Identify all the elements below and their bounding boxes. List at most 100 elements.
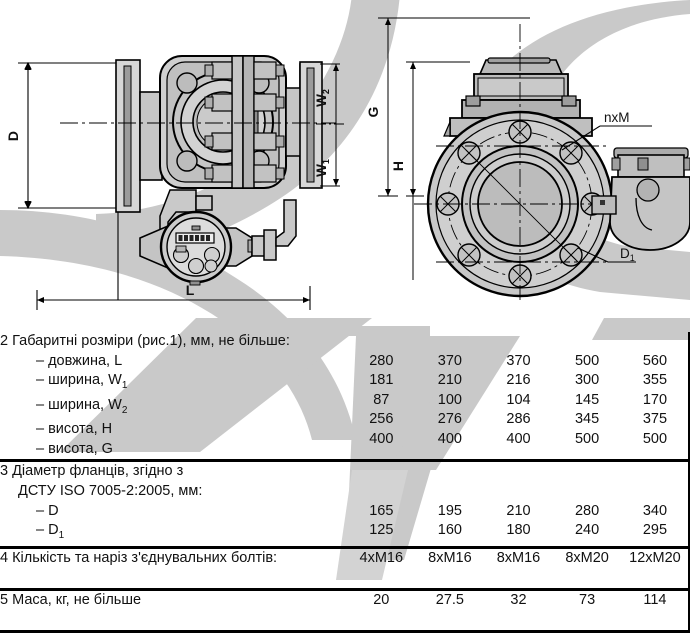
value: 210 [506,502,531,519]
value: 87 [373,391,390,408]
value: 145 [574,391,600,408]
table-cell: 280 240 [552,460,622,549]
figure-left-side-view: D [5,55,344,310]
value: 181 [369,372,394,389]
table-bottom-rule [0,630,690,633]
value: 180 [506,522,531,539]
value: 286 [506,411,531,428]
value: 210 [437,372,462,389]
value: 8хМ16 [496,549,541,566]
value: 560 [642,352,668,369]
value: 375 [642,411,668,428]
row-heading-line1: 3 Діаметр фланців, згідно з [0,463,184,480]
table-cell: 210 180 [484,460,553,549]
table-cell: 4хМ16 [347,547,416,591]
value: 73 [579,591,596,608]
dim-label-L: L [186,282,195,298]
dim-D [18,61,120,210]
table-row-mass: 5 Маса, кг, не більше 20 27.5 32 73 114 [0,589,690,633]
dim-label-D: D [5,131,21,141]
value: 370 [437,352,462,369]
row-item-d1: – D1 [36,522,65,542]
value: 276 [437,411,462,428]
table-cell: 8хМ16 [415,547,485,591]
value: 500 [574,430,600,447]
value: 27.5 [435,591,464,608]
table-cell: 165 125 [347,460,416,549]
row-heading: 5 Маса, кг, не більше [0,591,142,608]
row-heading: 2 Габаритні розміри (рис.1), мм, не біль… [0,333,290,349]
row-item-d: – D [36,502,59,519]
table-cell: 20 [347,589,416,633]
spec-table-grid: 2 Габаритні розміри (рис.1), мм, не біль… [0,332,690,633]
dim-label-D1: D1 [620,246,635,263]
value: 8хМ16 [428,549,472,566]
table-cell: 370 210 100 276 400 [415,332,485,463]
value: 500 [574,352,600,369]
table-cell: 114 [621,589,690,633]
value: 295 [642,522,668,539]
value: 400 [437,430,462,447]
table-cell: 8хМ20 [552,547,622,591]
value: 240 [574,522,600,539]
value: 125 [369,522,394,539]
value: 8хМ20 [565,549,609,566]
table-cell: 73 [553,589,622,633]
row-item-width-w1: – ширина, W1 [36,372,128,392]
value: 20 [373,591,390,608]
row-item-height-g: – висота, G [36,440,113,457]
value: 355 [642,372,668,389]
row-item-length: – довжина, L [36,352,123,369]
table-row-overall-dimensions: 2 Габаритні розміри (рис.1), мм, не біль… [0,332,690,463]
value: 12хМ20 [629,549,681,566]
table-cell: 12хМ20 [621,547,690,591]
dim-label-G: G [365,106,381,117]
dim-label-H: H [390,161,406,171]
figure-right-front-view: G H [365,17,690,300]
value: 114 [643,591,667,608]
table-cell: 370 216 104 286 400 [484,332,553,463]
value: 170 [642,391,668,408]
value: 195 [437,502,462,519]
water-meter-register [139,210,257,286]
table-row-bolts: 4 Кількість та наріз з'єднувальних болті… [0,547,690,591]
row-heading: 4 Кількість та наріз з'єднувальних болті… [0,549,278,566]
value: 104 [506,391,531,408]
table-cell: 195 160 [415,460,485,549]
value: 4хМ16 [359,549,404,566]
table-cell: 32 [484,589,553,633]
dim-label-nxM: nxM [604,110,630,125]
table-row-flange-diameter: 3 Діаметр фланців, згідно з ДСТУ ISO 700… [0,460,690,549]
value: 400 [369,430,394,447]
technical-drawings: D [5,17,690,310]
value: 340 [642,502,668,519]
value: 280 [574,502,600,519]
dim-H [406,61,470,280]
row-heading-line2: ДСТУ ISO 7005-2:2005, мм: [18,482,203,499]
row-item-width-w2: – ширина, W2 [36,396,128,416]
value: 32 [510,591,527,608]
table-cell: 340 295 [621,460,690,549]
row-label-mass: 5 Маса, кг, не більше [0,589,347,633]
specification-table: 2 Габаритні розміри (рис.1), мм, не біль… [0,332,690,633]
value: 370 [506,352,531,369]
value: 100 [437,391,462,408]
table-cell: 500 300 145 345 500 [552,332,622,463]
value: 165 [369,502,394,519]
table-cell: 27.5 [416,589,485,633]
value: 345 [574,411,600,428]
row-label-bolts: 4 Кількість та наріз з'єднувальних болті… [0,547,347,591]
value: 160 [437,522,462,539]
table-cell: 280 181 87 256 400 [347,332,416,463]
value: 280 [369,352,394,369]
row-label-overall-dimensions: 2 Габаритні розміри (рис.1), мм, не біль… [0,332,347,463]
value: 500 [642,430,668,447]
row-item-height-h: – висота, H [36,421,113,438]
value: 300 [574,372,600,389]
value: 256 [369,411,394,428]
value: 400 [506,430,531,447]
table-cell: 8хМ16 [484,547,553,591]
value: 216 [506,372,531,389]
table-cell: 560 355 170 375 500 [621,332,690,463]
